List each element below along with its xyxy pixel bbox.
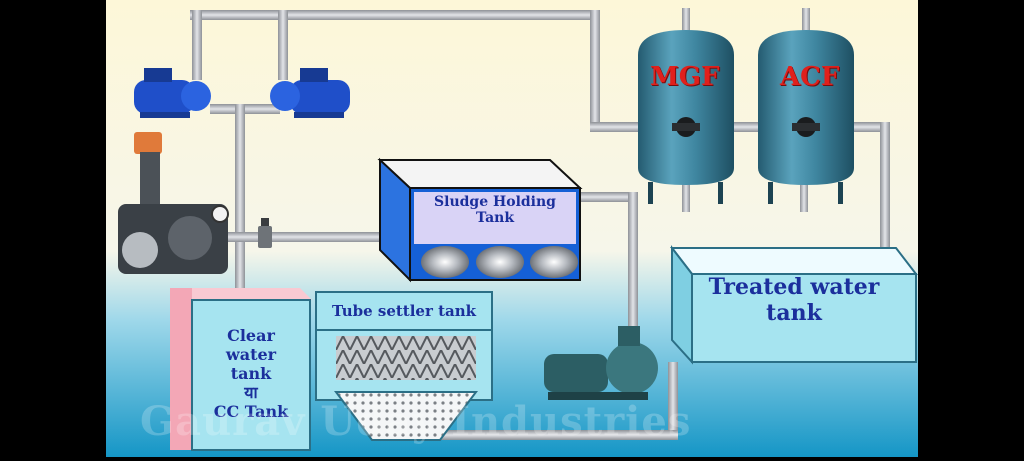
clear-water-tank-label: Clear water tank या CC Tank (192, 326, 310, 421)
sludge-tank-label: Sludge Holding Tank (414, 194, 576, 226)
treated-tank-label-line1: Treated water (708, 274, 880, 300)
clear-water-label-line1: Clear (227, 326, 275, 345)
transfer-pump-2 (270, 68, 350, 118)
watermark: Gaurav Uday Industries (140, 398, 692, 445)
mgf-filter-vessel (638, 30, 734, 204)
treated-tank-label: Treated water tank (694, 274, 894, 326)
feed-pump (544, 326, 658, 400)
clear-water-label-line5: CC Tank (213, 402, 289, 421)
clear-water-label-line3: tank (230, 364, 272, 383)
acf-filter-vessel (758, 30, 854, 204)
transfer-pump-1 (134, 68, 211, 118)
tube-settler-tank (315, 291, 493, 441)
clear-water-label-line2: water (225, 345, 277, 364)
valve-icon (258, 218, 272, 248)
treated-water-tank (669, 245, 919, 365)
sludge-tank-label-line1: Sludge Holding (434, 194, 556, 210)
air-blower (118, 132, 229, 274)
sludge-tank-label-line2: Tank (475, 210, 515, 226)
acf-label: ACF (780, 62, 840, 92)
piping (190, 8, 890, 440)
sludge-holding-tank (377, 157, 583, 283)
clear-water-tank (170, 288, 312, 451)
treated-tank-label-line2: tank (766, 300, 822, 326)
mgf-label: MGF (650, 62, 720, 92)
clear-water-label-line4: या (244, 383, 258, 402)
tube-settler-label: Tube settler tank (331, 302, 477, 320)
